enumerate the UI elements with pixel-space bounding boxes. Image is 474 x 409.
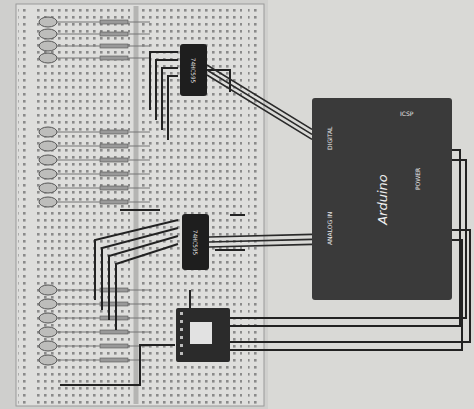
led-lead	[57, 346, 100, 347]
resistor-lead	[128, 146, 150, 147]
led	[39, 313, 57, 323]
resistor	[100, 358, 128, 362]
led	[39, 29, 57, 39]
breakout-chip	[190, 322, 212, 344]
center-channel	[134, 6, 139, 404]
resistor	[100, 32, 128, 36]
resistor	[100, 130, 128, 134]
arduino-board: Arduino	[312, 98, 452, 300]
led-lead	[57, 22, 100, 23]
resistor-lead	[128, 46, 150, 47]
led-lead	[57, 132, 100, 133]
led-lead	[57, 46, 100, 47]
led-group	[39, 17, 57, 365]
led-lead	[57, 304, 100, 305]
hole-grid	[34, 8, 130, 404]
led-lead	[57, 318, 100, 319]
resistor	[100, 44, 128, 48]
resistor-lead	[128, 188, 150, 189]
resistor-lead	[128, 290, 150, 291]
board-marking: ICSP	[400, 110, 413, 117]
led	[39, 327, 57, 337]
led-lead	[57, 188, 100, 189]
resistor-lead	[128, 58, 150, 59]
resistor	[100, 288, 128, 292]
board-marking: DIGITAL	[326, 127, 333, 150]
resistor	[100, 158, 128, 162]
led-lead	[57, 174, 100, 175]
resistor-lead	[128, 160, 150, 161]
shift-register-chip: 74HC595	[180, 44, 207, 96]
led	[39, 183, 57, 193]
breakout-board	[176, 308, 230, 362]
led	[39, 53, 57, 63]
led-lead	[57, 202, 100, 203]
resistor-group	[57, 20, 150, 362]
resistor	[100, 56, 128, 60]
resistor	[100, 144, 128, 148]
led	[39, 197, 57, 207]
led	[39, 155, 57, 165]
jumper-wires	[60, 52, 470, 385]
resistor	[100, 302, 128, 306]
led	[39, 285, 57, 295]
resistor-lead	[128, 34, 150, 35]
led	[39, 17, 57, 27]
jumper-wire-bundle	[209, 234, 312, 247]
book-page	[268, 0, 474, 409]
led	[39, 41, 57, 51]
power-rail	[248, 8, 260, 404]
chip-label: 74HC595	[190, 57, 197, 82]
led-lead	[57, 34, 100, 35]
resistor-lead	[128, 332, 150, 333]
resistor	[100, 20, 128, 24]
resistor-lead	[128, 202, 150, 203]
resistor	[100, 330, 128, 334]
resistor-lead	[128, 22, 150, 23]
jumper-wire-bundle	[207, 65, 312, 139]
breakout-pins	[180, 312, 183, 355]
led	[39, 169, 57, 179]
resistor	[100, 316, 128, 320]
led-lead	[57, 290, 100, 291]
led	[39, 299, 57, 309]
shift-register-chip: 74HC595	[182, 214, 209, 270]
led	[39, 141, 57, 151]
resistor	[100, 172, 128, 176]
resistor	[100, 344, 128, 348]
resistor-lead	[128, 304, 150, 305]
chip-label: 74HC595	[192, 229, 199, 254]
led	[39, 355, 57, 365]
led	[39, 341, 57, 351]
led-lead	[57, 160, 100, 161]
led-lead	[57, 360, 100, 361]
resistor-lead	[128, 132, 150, 133]
board-marking: ANALOG IN	[326, 212, 333, 245]
resistor	[100, 200, 128, 204]
power-rail	[18, 8, 30, 404]
led-lead	[57, 146, 100, 147]
board-name: Arduino	[374, 174, 389, 225]
led-lead	[57, 332, 100, 333]
board-marking: POWER	[414, 168, 421, 190]
led-lead	[57, 58, 100, 59]
resistor	[100, 186, 128, 190]
resistor-lead	[128, 318, 150, 319]
resistor-lead	[128, 174, 150, 175]
breadboard	[16, 4, 264, 406]
led	[39, 127, 57, 137]
